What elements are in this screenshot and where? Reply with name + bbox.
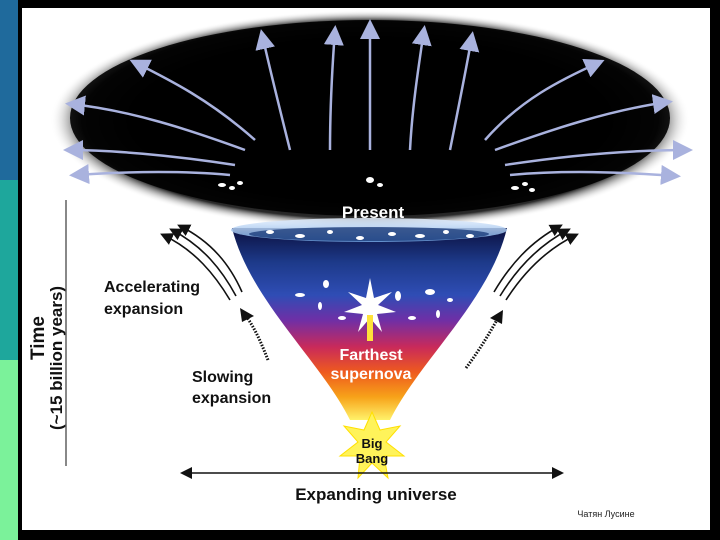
expansion-arrows xyxy=(63,19,693,185)
present-ring-inner xyxy=(249,227,489,241)
bang-label: Bang xyxy=(356,451,389,466)
accelerating-label: Accelerating xyxy=(104,279,200,296)
accelerating-expansion-label: expansion xyxy=(104,301,183,318)
time-span-label: (~15 billion years) xyxy=(47,286,66,430)
supernova-star xyxy=(344,278,396,332)
author-credit: Чатян Лусине xyxy=(577,509,634,519)
slowing-arrows xyxy=(244,315,500,369)
side-strip-top xyxy=(0,0,18,180)
universe-arrow-left xyxy=(180,467,192,479)
big-label: Big xyxy=(362,436,383,451)
slowing-expansion-label: expansion xyxy=(192,390,271,407)
expanding-universe-label: Expanding universe xyxy=(295,485,457,504)
side-strip-middle xyxy=(0,180,18,360)
supernova-beam xyxy=(367,315,373,341)
present-label: Present xyxy=(342,203,405,222)
time-label: Time xyxy=(28,316,49,360)
supernova-label: supernova xyxy=(331,366,412,383)
galaxies xyxy=(218,177,535,320)
side-strip-bottom xyxy=(0,360,18,540)
slowing-arrowheads xyxy=(240,308,503,324)
universe-arrow-right xyxy=(552,467,564,479)
slowing-label: Slowing xyxy=(192,369,253,386)
farthest-label: Farthest xyxy=(339,347,403,364)
big-bang-burst xyxy=(338,410,406,480)
accelerating-arrows xyxy=(160,224,579,301)
